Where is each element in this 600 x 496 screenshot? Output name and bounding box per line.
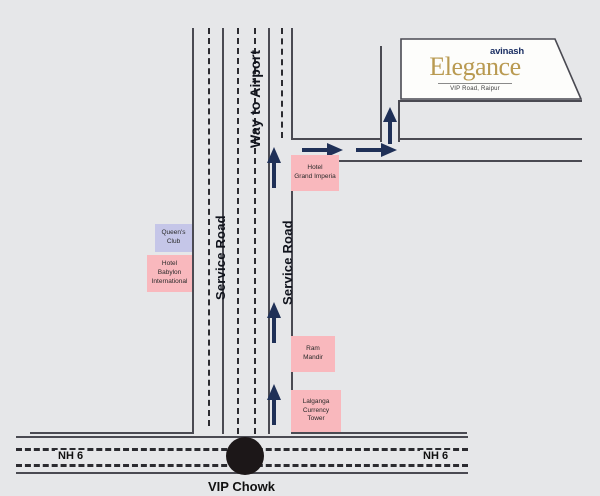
- service-road-left-inner-edge: [222, 28, 224, 434]
- poi-ram-mandir-line2: Mandir: [303, 354, 323, 361]
- service-road-right-outer-edge-lower: [291, 162, 293, 434]
- poi-queens-club: Queen's Club: [155, 224, 192, 252]
- service-road-left-lane-dashes: [208, 28, 210, 426]
- poi-hotel-babylon-international: Hotel Babylon International: [147, 255, 192, 292]
- right-block-south-kerb: [291, 432, 467, 434]
- label-vip-chowk: VIP Chowk: [208, 479, 275, 494]
- poi-lalganga-line2: Currency: [302, 406, 330, 414]
- poi-hotel-grand-imperia-line1: Hotel: [307, 164, 323, 172]
- vip-chowk-roundabout: [226, 437, 264, 475]
- service-road-right-outer-edge-upper: [291, 28, 293, 138]
- service-road-right-inner-edge: [268, 28, 270, 434]
- poi-queens-club-line2: Club: [166, 238, 181, 245]
- poi-lalganga-line3: Tower: [307, 415, 325, 423]
- label-way-to-airport: Way to Airport: [247, 49, 263, 148]
- cross-road-south-kerb: [291, 160, 582, 162]
- poi-hotel-grand-imperia-line2: Grand Imperia: [294, 173, 336, 180]
- arrow-north-service-road-lower: [267, 384, 281, 425]
- airport-road-lane-dash-right: [254, 28, 256, 434]
- cross-road-north-kerb: [291, 138, 381, 140]
- signboard-shape: [400, 38, 582, 100]
- brand-elegance-wordmark: Elegance: [429, 52, 521, 81]
- label-service-road-right: Service Road: [280, 220, 295, 305]
- poi-queens-club-line1: Queen's: [161, 229, 186, 237]
- elegance-approach-road-right-edge: [398, 100, 400, 142]
- airport-road-lane-dash-left: [237, 28, 239, 434]
- label-nh6-left: NH 6: [55, 450, 87, 462]
- poi-hotel-grand-imperia: Hotel Grand Imperia: [291, 155, 339, 191]
- service-road-right-lane-dashes: [281, 28, 283, 138]
- poi-hotel-babylon-line1: Hotel: [161, 260, 178, 268]
- brand-divider-rule: [438, 83, 512, 84]
- poi-ram-mandir-line1: Ram: [306, 345, 320, 353]
- arrow-north-elegance-approach: [383, 107, 397, 144]
- poi-hotel-babylon-line2: Babylon: [157, 269, 182, 277]
- service-road-left-outer-edge: [192, 28, 194, 434]
- brand-avinash-wordmark: avinash: [490, 46, 524, 57]
- poi-ram-mandir: Ram Mandir: [291, 336, 335, 372]
- poi-hotel-babylon-line3: International: [151, 277, 188, 285]
- brand-location-text: VIP Road, Raipur: [450, 86, 500, 92]
- poi-lalganga-currency-tower: Lalganga Currency Tower: [291, 390, 341, 432]
- elegance-approach-road-left-edge: [380, 46, 382, 142]
- arrow-east-cross-road-first: [302, 143, 343, 157]
- elegance-signboard: avinash Elegance VIP Road, Raipur: [400, 38, 582, 100]
- elegance-plot-top-edge: [398, 100, 582, 102]
- left-block-south-kerb: [30, 432, 193, 434]
- cross-road-north-kerb-right: [398, 138, 582, 140]
- arrow-north-service-road-upper: [267, 147, 281, 188]
- poi-lalganga-line1: Lalganga: [302, 397, 330, 405]
- label-nh6-right: NH 6: [420, 450, 452, 462]
- label-service-road-left: Service Road: [213, 215, 228, 300]
- arrow-east-cross-road-second: [356, 143, 397, 157]
- arrow-north-service-road-mid: [267, 302, 281, 343]
